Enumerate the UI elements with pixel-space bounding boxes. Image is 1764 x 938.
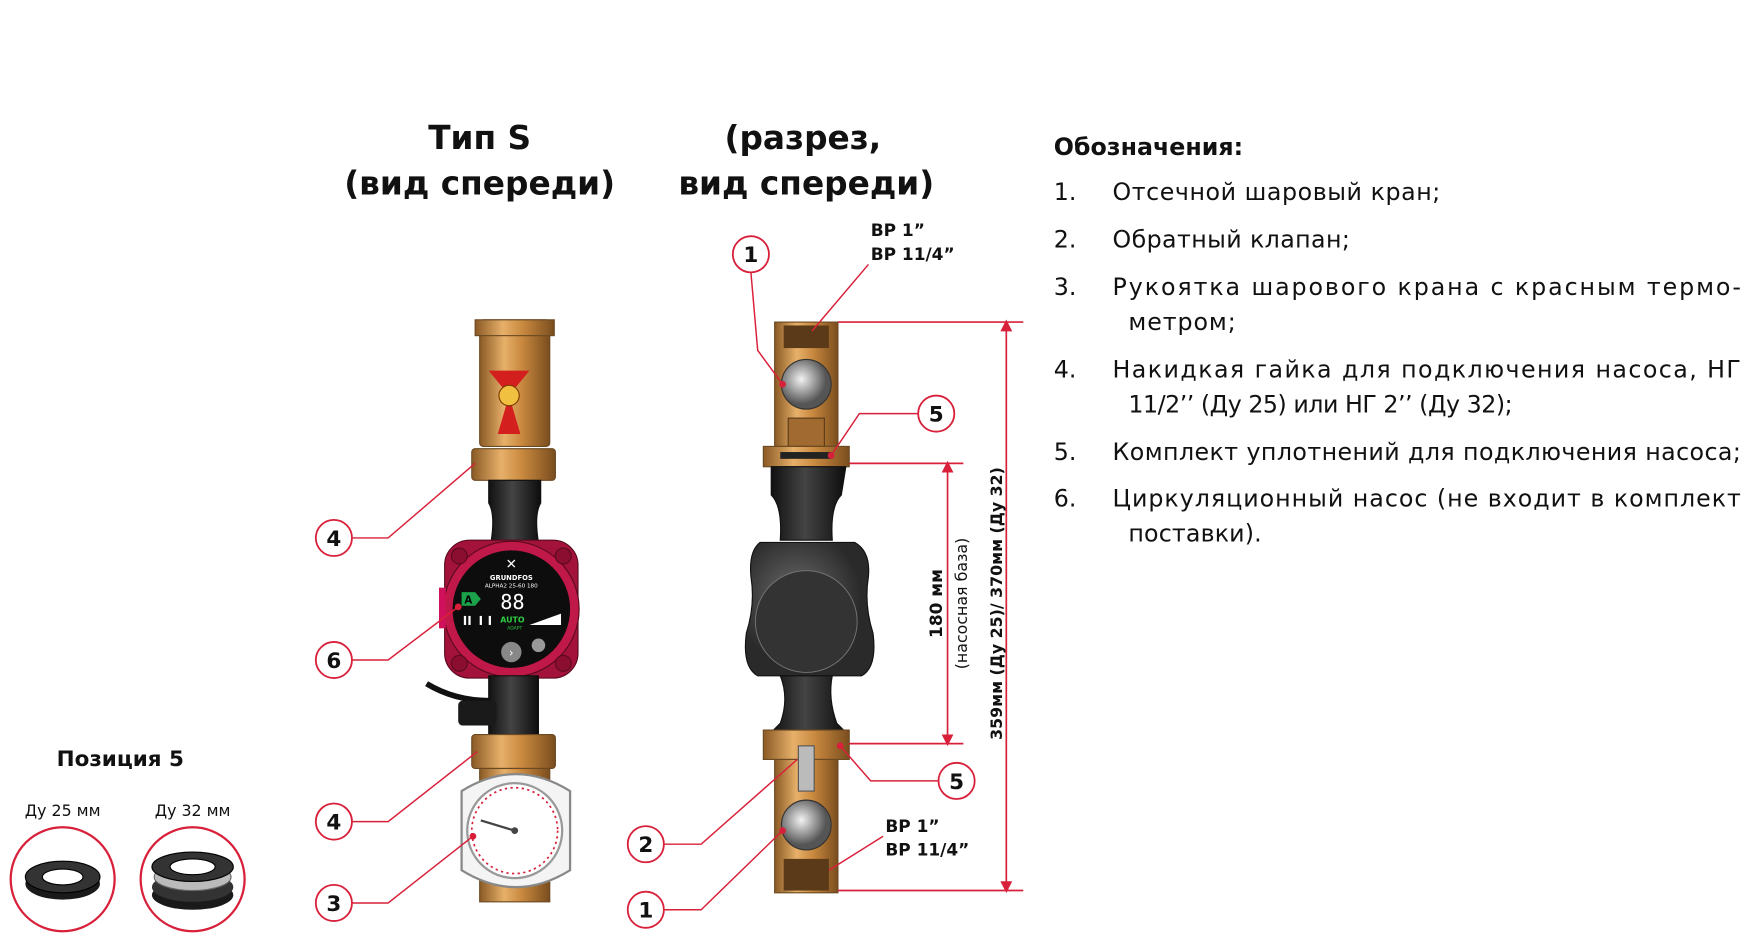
pump-model: ALPHA2 25-60 180 — [485, 584, 538, 590]
callout-5-top: 5 — [929, 403, 944, 428]
base-dimension-note: (насосная база) — [952, 538, 971, 670]
legend-num-2: 2. — [1054, 225, 1077, 253]
front-view-assembly: ✕ GRUNDFOS ALPHA2 25-60 180 A 88 AUTO AD… — [425, 319, 580, 903]
chevron-right-icon: › — [509, 647, 514, 660]
pump-digit-display[interactable]: 88 — [500, 590, 524, 614]
energy-class-badge: A — [464, 595, 472, 606]
section-view-title: (разрез, — [725, 119, 882, 157]
dimension-lines — [837, 319, 1024, 894]
thread-label-bottom-2: ВР 11/4” — [885, 840, 969, 860]
front-view-subtitle: (вид спереди) — [344, 164, 615, 202]
gasket-du32-label: Ду 32 мм — [155, 801, 231, 820]
base-dimension: 180 мм — [926, 569, 946, 638]
legend-item-5: Комплект уплотнений для подключения насо… — [1113, 438, 1741, 466]
legend-num-4: 4. — [1054, 355, 1077, 383]
legend-title: Обозначения: — [1054, 133, 1243, 161]
legend-num-3: 3. — [1054, 273, 1077, 301]
callout-2: 2 — [638, 833, 653, 858]
gasket-du32 — [139, 826, 246, 933]
legend-item-1: Отсечной шаровый кран; — [1113, 178, 1441, 206]
callout-5-bottom: 5 — [949, 770, 964, 795]
union-nut-top — [471, 448, 556, 481]
union-nut-bottom — [471, 734, 556, 770]
thermometer-needle — [480, 819, 516, 832]
total-dimension: 359мм (Ду 25)/ 370мм (Ду 32) — [987, 467, 1006, 740]
top-fitting-rim — [474, 319, 555, 337]
legend-num-1: 1. — [1054, 178, 1077, 206]
top-thread — [783, 325, 829, 349]
position5-title: Позиция 5 — [57, 747, 184, 772]
section-callouts: 1 5 5 2 1 — [626, 235, 976, 929]
thread-label-top-2: ВР 11/4” — [871, 244, 955, 264]
section-pump-inlet — [770, 466, 847, 541]
legend-item-4-cont: 11/2’’ (Ду 25) или НГ 2’’ (Ду 32); — [1128, 390, 1512, 418]
callout-3: 3 — [326, 892, 341, 917]
thread-label-top-1: ВР 1” — [871, 220, 925, 240]
thread-label-bottom-1: ВР 1” — [885, 816, 939, 836]
pump-select-button[interactable] — [501, 641, 522, 663]
pump-power-cable — [425, 681, 489, 704]
legend: Обозначения: 1. Отсечной шаровый кран; 2… — [1054, 133, 1741, 548]
callout-1-bottom: 1 — [638, 899, 653, 924]
pump-inlet-neck — [488, 479, 542, 544]
legend-item-2: Обратный клапан; — [1113, 225, 1350, 253]
legend-item-6: Циркуляционный насос (не входит в компле… — [1113, 484, 1742, 512]
section-view-assembly — [744, 321, 875, 894]
gasket-du25 — [9, 826, 116, 933]
pump-mode-adapt: ADAPT — [507, 625, 522, 631]
callout-1-top: 1 — [743, 243, 758, 268]
night-mode-button[interactable] — [531, 638, 546, 653]
bottom-ball — [780, 799, 832, 851]
legend-num-5: 5. — [1054, 438, 1077, 466]
pump-cable-plug — [458, 700, 497, 726]
circulation-pump: ✕ GRUNDFOS ALPHA2 25-60 180 A 88 AUTO AD… — [438, 539, 580, 679]
callout-6: 6 — [326, 649, 341, 674]
legend-item-6-cont: поставки). — [1128, 519, 1261, 547]
legend-item-3-cont: метром; — [1128, 308, 1235, 336]
gasket-du25-label: Ду 25 мм — [25, 801, 101, 820]
pump-mode-auto: AUTO — [500, 616, 525, 625]
callout-4-top: 4 — [326, 527, 341, 552]
red-valve-handle-icon — [488, 370, 530, 434]
thermometer-handle[interactable] — [460, 773, 572, 889]
top-ball — [780, 358, 832, 410]
grundfos-logo-icon: ✕ — [506, 556, 517, 572]
legend-num-6: 6. — [1054, 484, 1077, 512]
legend-item-3: Рукоятка шарового крана с красным термо- — [1113, 273, 1741, 301]
front-view-title: Тип S — [428, 119, 531, 157]
front-callouts: 4 6 4 3 — [314, 462, 478, 922]
callout-4-bottom: 4 — [326, 811, 341, 836]
check-valve — [797, 745, 815, 792]
section-view-subtitle: вид спереди) — [678, 164, 934, 202]
legend-item-4: Накидкая гайка для подключения насоса, Н… — [1113, 355, 1741, 383]
pump-brand: GRUNDFOS — [490, 574, 533, 582]
bottom-thread — [783, 858, 829, 891]
section-pump-outlet — [769, 675, 848, 733]
